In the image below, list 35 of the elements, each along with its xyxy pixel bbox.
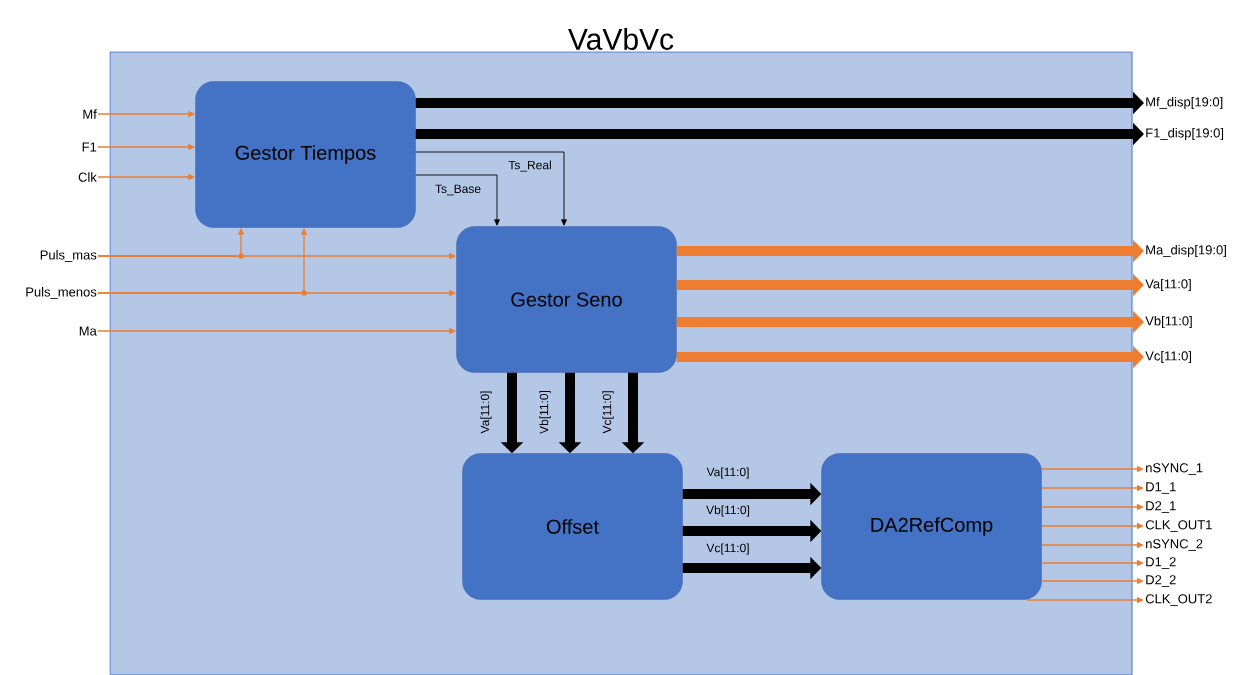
- signal-label: Ma_disp[19:0]: [1146, 244, 1226, 258]
- edge-label: Va[11:0]: [480, 391, 492, 434]
- signal-label: nSYNC_2: [1146, 539, 1203, 551]
- node-label: VaVbVc: [568, 27, 674, 50]
- signal-label: Ma: [79, 326, 97, 336]
- signal-label: Vc[11:0]: [1145, 350, 1191, 364]
- process-box: Gestor Seno: [456, 226, 677, 373]
- signal-label: D1_1: [1146, 482, 1176, 494]
- signal-label: D2_2: [1146, 575, 1176, 587]
- signal-label: Mf_disp[19:0]: [1146, 96, 1223, 110]
- signal-label: Mf: [83, 109, 97, 119]
- signal-label: Vb[11:0]: [1145, 315, 1192, 329]
- process-box: Offset: [462, 453, 683, 600]
- arrow: [415, 174, 500, 226]
- edge-label: Vc[11:0]: [706, 543, 749, 555]
- signal-label: D2_1: [1146, 501, 1176, 513]
- arrow: [415, 151, 567, 226]
- process-box: Gestor Tiempos: [195, 81, 416, 228]
- signal-label: CLK_OUT1: [1145, 520, 1212, 532]
- signal-label: D1_2: [1146, 557, 1176, 569]
- signal-label: Clk: [78, 172, 97, 182]
- signal-label: F1_disp[19:0]: [1146, 127, 1224, 141]
- signal-label: Va[11:0]: [1145, 278, 1191, 292]
- edge-label: Ts_Real: [508, 160, 551, 172]
- signal-label: F1: [82, 142, 97, 152]
- edge-label: Ts_Base: [435, 184, 481, 196]
- signal-label: Puls_mas: [40, 250, 97, 262]
- signal-label: Puls_menos: [26, 287, 97, 299]
- edge-label: Vb[11:0]: [706, 505, 750, 517]
- signal-label: CLK_OUT2: [1145, 594, 1212, 606]
- edge-label: Va[11:0]: [706, 467, 749, 479]
- signal-label: nSYNC_1: [1146, 463, 1203, 475]
- process-box: DA2RefComp: [821, 453, 1042, 600]
- edge-label: Vc[11:0]: [602, 391, 614, 434]
- edge-label: Vb[11:0]: [539, 390, 551, 434]
